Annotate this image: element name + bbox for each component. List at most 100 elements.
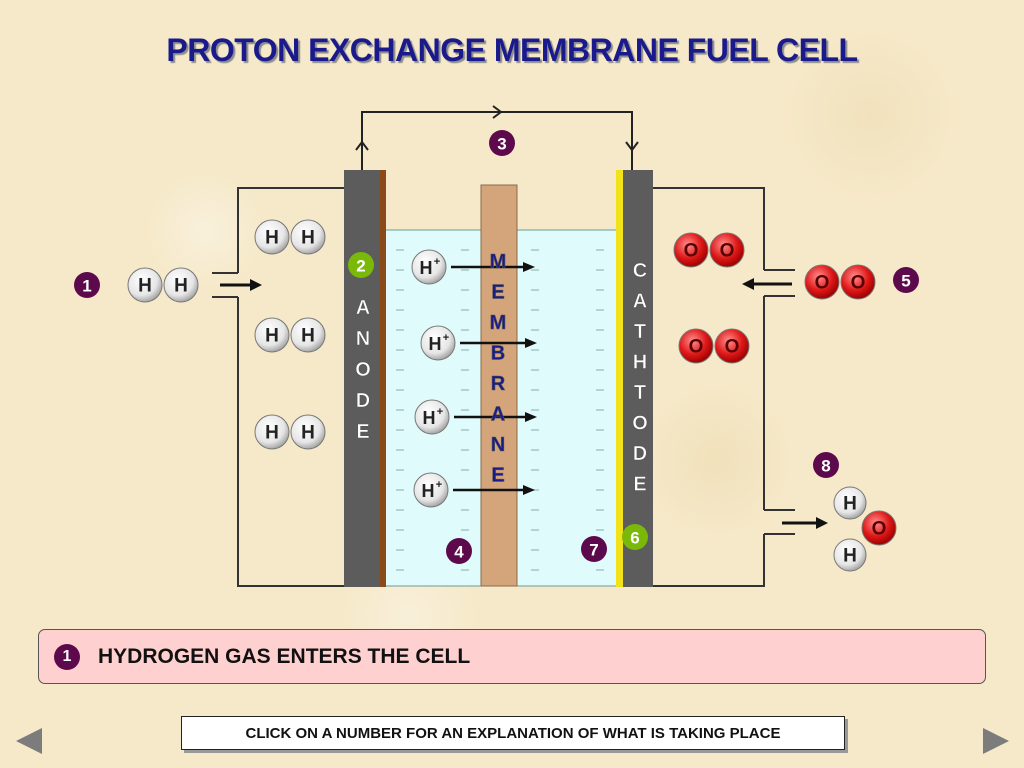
hydrogen-symbol: H [265,423,279,444]
step-number-label: 8 [821,457,830,476]
cathode-label-letter: E [633,474,646,496]
proton-arrow-icon [525,412,537,422]
proton: H+ [413,472,449,508]
hydrogen-atom: H [254,317,290,353]
membrane-label-letter: M [490,312,507,334]
step-number-label: 5 [901,272,910,291]
next-slide-right-triangle-icon[interactable] [983,728,1009,754]
hydrogen-atom: H [290,414,326,450]
cathode-label-letter: T [634,382,646,404]
oxygen-atom: O [673,232,709,268]
proton-symbol: H [429,334,442,354]
proton-arrow-icon [523,485,535,495]
hydrogen-symbol: H [174,276,188,297]
oxygen-symbol: O [689,337,704,358]
anode-label-letter: N [356,328,370,350]
hydrogen-symbol: H [843,494,857,515]
proton-symbol: H [420,258,433,278]
step-number-4-button[interactable]: 4 [446,538,472,564]
step-number-label: 1 [82,277,91,296]
membrane-label-letter: M [490,251,507,273]
cathode-electrode [623,170,653,587]
membrane [480,184,518,587]
hydrogen-symbol: H [843,546,857,567]
oxygen-inflow-arrow-icon [742,278,754,290]
circuit-arrow-up-icon [355,140,369,151]
cathode-label-letter: C [633,260,647,282]
anode-electrode [344,170,380,587]
oxygen-symbol: O [725,337,740,358]
proton-symbol: H [423,408,436,428]
hydrogen-symbol: H [301,326,315,347]
proton-arrow-icon [525,338,537,348]
step-number-1-button[interactable]: 1 [74,272,100,298]
cathode-housing-bottom [640,534,765,587]
step-number-label: 7 [589,541,598,560]
step-number-label: 3 [497,135,506,154]
hydrogen-inflow-arrow-icon [250,279,262,291]
step-number-5-button[interactable]: 5 [893,267,919,293]
step-number-8-button[interactable]: 8 [813,452,839,478]
oxygen-atom: O [804,264,840,300]
circuit-arrow-right-icon [492,105,503,119]
anode-housing-top [237,187,362,273]
oxygen-symbol: O [720,241,735,262]
caption-step-number: 1 [54,643,80,670]
hydrogen-symbol: H [265,228,279,249]
proton-arrow-icon [523,262,535,272]
caption-text: HYDROGEN GAS ENTERS THE CELL [98,644,471,668]
cathode-label-letter: D [633,443,647,465]
membrane-label-letter: A [491,404,505,426]
step-numbers: 1 2 3 4 5 6 7 8 [74,130,919,564]
step-number-label: 4 [454,543,464,562]
proton: H+ [420,325,456,361]
hydrogen-symbol: H [301,228,315,249]
step-number-3-button[interactable]: 3 [489,130,515,156]
previous-slide-left-triangle-icon[interactable] [16,728,42,754]
proton-charge: + [434,256,440,268]
membrane-label-letter: E [491,282,504,304]
oxygen-symbol: O [851,273,866,294]
membrane-label-letter: E [491,465,504,487]
hydrogen-symbol: H [138,276,152,297]
step-number-7-button[interactable]: 7 [581,536,607,562]
step-number-label: 6 [630,529,639,548]
cathode-catalyst [616,170,623,587]
proton-charge: + [436,479,442,491]
water-outflow-arrow-icon [816,517,828,529]
hydrogen-symbol: H [265,326,279,347]
hydrogen-atom: H [127,267,163,303]
instruction-banner: CLICK ON A NUMBER FOR AN EXPLANATION OF … [181,716,845,750]
cathode-label-letter: O [632,413,648,435]
hydrogen-atom: H [290,317,326,353]
proton: H+ [411,249,447,285]
oxygen-symbol: O [872,519,887,540]
anode-label-letter: A [356,297,370,319]
membrane-label-letter: B [491,343,505,365]
proton-symbol: H [422,481,435,501]
oxygen-atom: O [709,232,745,268]
membrane-label-letter: R [491,373,506,395]
hydrogen-atom: H [833,486,867,520]
proton: H+ [414,399,450,435]
proton-charge: + [437,406,443,418]
step-number-label: 2 [356,257,365,276]
hydrogen-atom: H [833,538,867,572]
oxygen-symbol: O [815,273,830,294]
hydrogen-atom: H [290,219,326,255]
cathode-housing-top [640,187,765,270]
cathode-label-letter: H [633,352,647,374]
oxygen-atom: O [840,264,876,300]
cathode-label-letter: A [633,291,647,313]
proton-charge: + [443,332,449,344]
step-number-2-button[interactable]: 2 [348,252,374,278]
hydrogen-atom: H [254,414,290,450]
step-number-6-button[interactable]: 6 [622,524,648,550]
oxygen-symbol: O [684,241,699,262]
anode-housing-bottom [237,297,362,587]
oxygen-atom: O [861,510,897,546]
page-title: PROTON EXCHANGE MEMBRANE FUEL CELL [166,32,858,68]
